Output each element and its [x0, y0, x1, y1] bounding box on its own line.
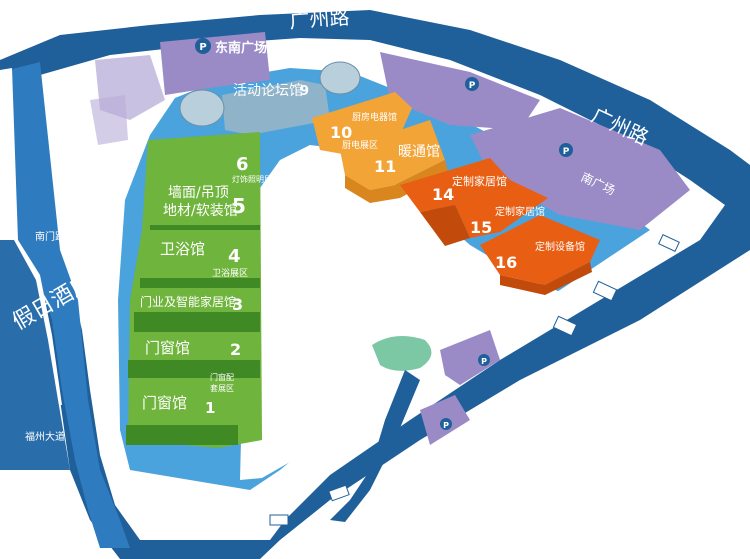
hall-1-name: 门窗馆	[142, 394, 187, 412]
parking-icon	[195, 38, 211, 54]
parking-icon	[465, 77, 479, 91]
hall-1[interactable]: 门窗馆 1	[142, 394, 215, 417]
hall-2-sub-line1: 门窗配	[210, 372, 234, 382]
separator	[128, 360, 260, 378]
hall-2-number: 2	[230, 340, 241, 359]
hall-10-sub: 厨电展区	[342, 139, 378, 151]
hall-14-block	[400, 158, 510, 212]
hall-4-name: 卫浴馆	[160, 240, 205, 258]
parking-icon-label: P	[563, 147, 570, 157]
hall-9-dome-right	[319, 61, 361, 95]
outer-left-road-blue	[0, 240, 70, 470]
hall-4-number: 4	[228, 246, 241, 267]
orange-dark-halls	[400, 158, 600, 295]
parking-badges: P P P P P	[195, 38, 573, 430]
hall-15-block	[455, 180, 548, 238]
hall-5[interactable]: 墙面/吊顶 地材/软装馆 5	[163, 185, 246, 219]
parking-icon-label: P	[199, 42, 206, 53]
gates	[269, 234, 680, 526]
hall-15-number: 15	[470, 218, 492, 237]
hall-2-name: 门窗馆	[145, 339, 190, 357]
parking-icon-label: P	[469, 81, 476, 91]
river	[330, 370, 420, 522]
gate-icon	[658, 234, 680, 252]
gate-icon	[592, 280, 618, 302]
hall-2-sub-line2: 套展区	[210, 383, 234, 393]
parking-icon	[559, 143, 573, 157]
hall-5-number: 5	[232, 194, 246, 218]
hall-3-number: 3	[232, 295, 243, 314]
hall-15-name: 定制家居馆	[495, 205, 545, 218]
plaza-south	[470, 108, 690, 230]
hall-6[interactable]: 灯饰照明展区 6	[232, 154, 280, 184]
plaza-east-south	[160, 32, 270, 95]
green-halls	[126, 132, 262, 448]
hall-11[interactable]: 11 暖通馆	[374, 144, 440, 176]
hall-5-name-line1: 墙面/吊顶	[168, 185, 229, 201]
separator	[126, 425, 238, 445]
hall-11-block	[340, 120, 445, 190]
hall-3[interactable]: 门业及智能家居馆 3	[140, 294, 243, 314]
orange-light-halls	[312, 92, 448, 203]
hall-14[interactable]: 14 定制家居馆	[432, 174, 507, 204]
hall-5-name-line2: 地材/软装馆	[163, 203, 238, 219]
hall-9-name: 活动论坛馆	[233, 83, 303, 99]
hall-4[interactable]: 卫浴馆 4 卫浴展区	[160, 240, 248, 279]
left-road-strip	[8, 62, 130, 548]
parking-icon-label: P	[443, 421, 449, 430]
hall-10-number: 10	[330, 123, 352, 142]
parking-icon	[478, 354, 490, 366]
separator	[140, 278, 260, 288]
hall-11-number: 11	[374, 157, 396, 176]
hall-6-number: 6	[236, 154, 249, 175]
plazas	[90, 32, 690, 445]
hall-9[interactable]: 活动论坛馆 9	[179, 61, 361, 135]
hall-9-block	[222, 80, 330, 135]
hall-10-name: 厨房电器馆	[352, 111, 397, 123]
hall-9-number: 9	[300, 84, 309, 99]
gate-icon	[552, 315, 578, 337]
hall-15[interactable]: 15 定制家居馆	[470, 205, 545, 237]
plaza-left-column	[90, 95, 128, 145]
hall-16-name: 定制设备馆	[535, 240, 585, 253]
separator	[134, 312, 260, 332]
label-east-south-plaza: 东南广场	[215, 40, 267, 56]
inner-loop	[240, 145, 560, 480]
hall-11-shadow	[345, 160, 448, 203]
gate-icon	[328, 484, 350, 502]
pond	[372, 336, 432, 371]
gate-icon	[269, 514, 289, 526]
hall-2[interactable]: 门窗馆 2 门窗配 套展区	[145, 339, 241, 393]
hall-14-shadow	[420, 205, 470, 246]
separator	[150, 225, 260, 230]
plaza-northeast	[380, 52, 540, 130]
hall-10[interactable]: 10 厨房电器馆 厨电展区	[330, 111, 397, 151]
hall-6-name: 灯饰照明展区	[232, 174, 280, 184]
hall-16[interactable]: 16 定制设备馆	[495, 240, 585, 272]
hall-3-name: 门业及智能家居馆	[140, 294, 236, 309]
road-label-guangzhou-top: 广州路	[289, 5, 351, 33]
parking-icon	[440, 418, 452, 430]
hall-4-sub: 卫浴展区	[212, 268, 248, 279]
plaza-bottom-right	[440, 330, 500, 385]
road-label-fuzhou-avenue: 福州大道	[25, 430, 65, 443]
hall-1-number: 1	[205, 399, 215, 417]
hall-11-name: 暖通馆	[398, 144, 440, 160]
hall-14-number: 14	[432, 185, 454, 204]
hall-9-dome-left	[179, 89, 225, 127]
hall-16-shadow	[500, 262, 592, 295]
hall-16-number: 16	[495, 253, 517, 272]
hall-14-name: 定制家居馆	[452, 174, 507, 188]
hall-16-block	[480, 215, 600, 285]
parking-icon-label: P	[481, 357, 487, 366]
road-label-nanmen: 南门路	[35, 230, 65, 243]
